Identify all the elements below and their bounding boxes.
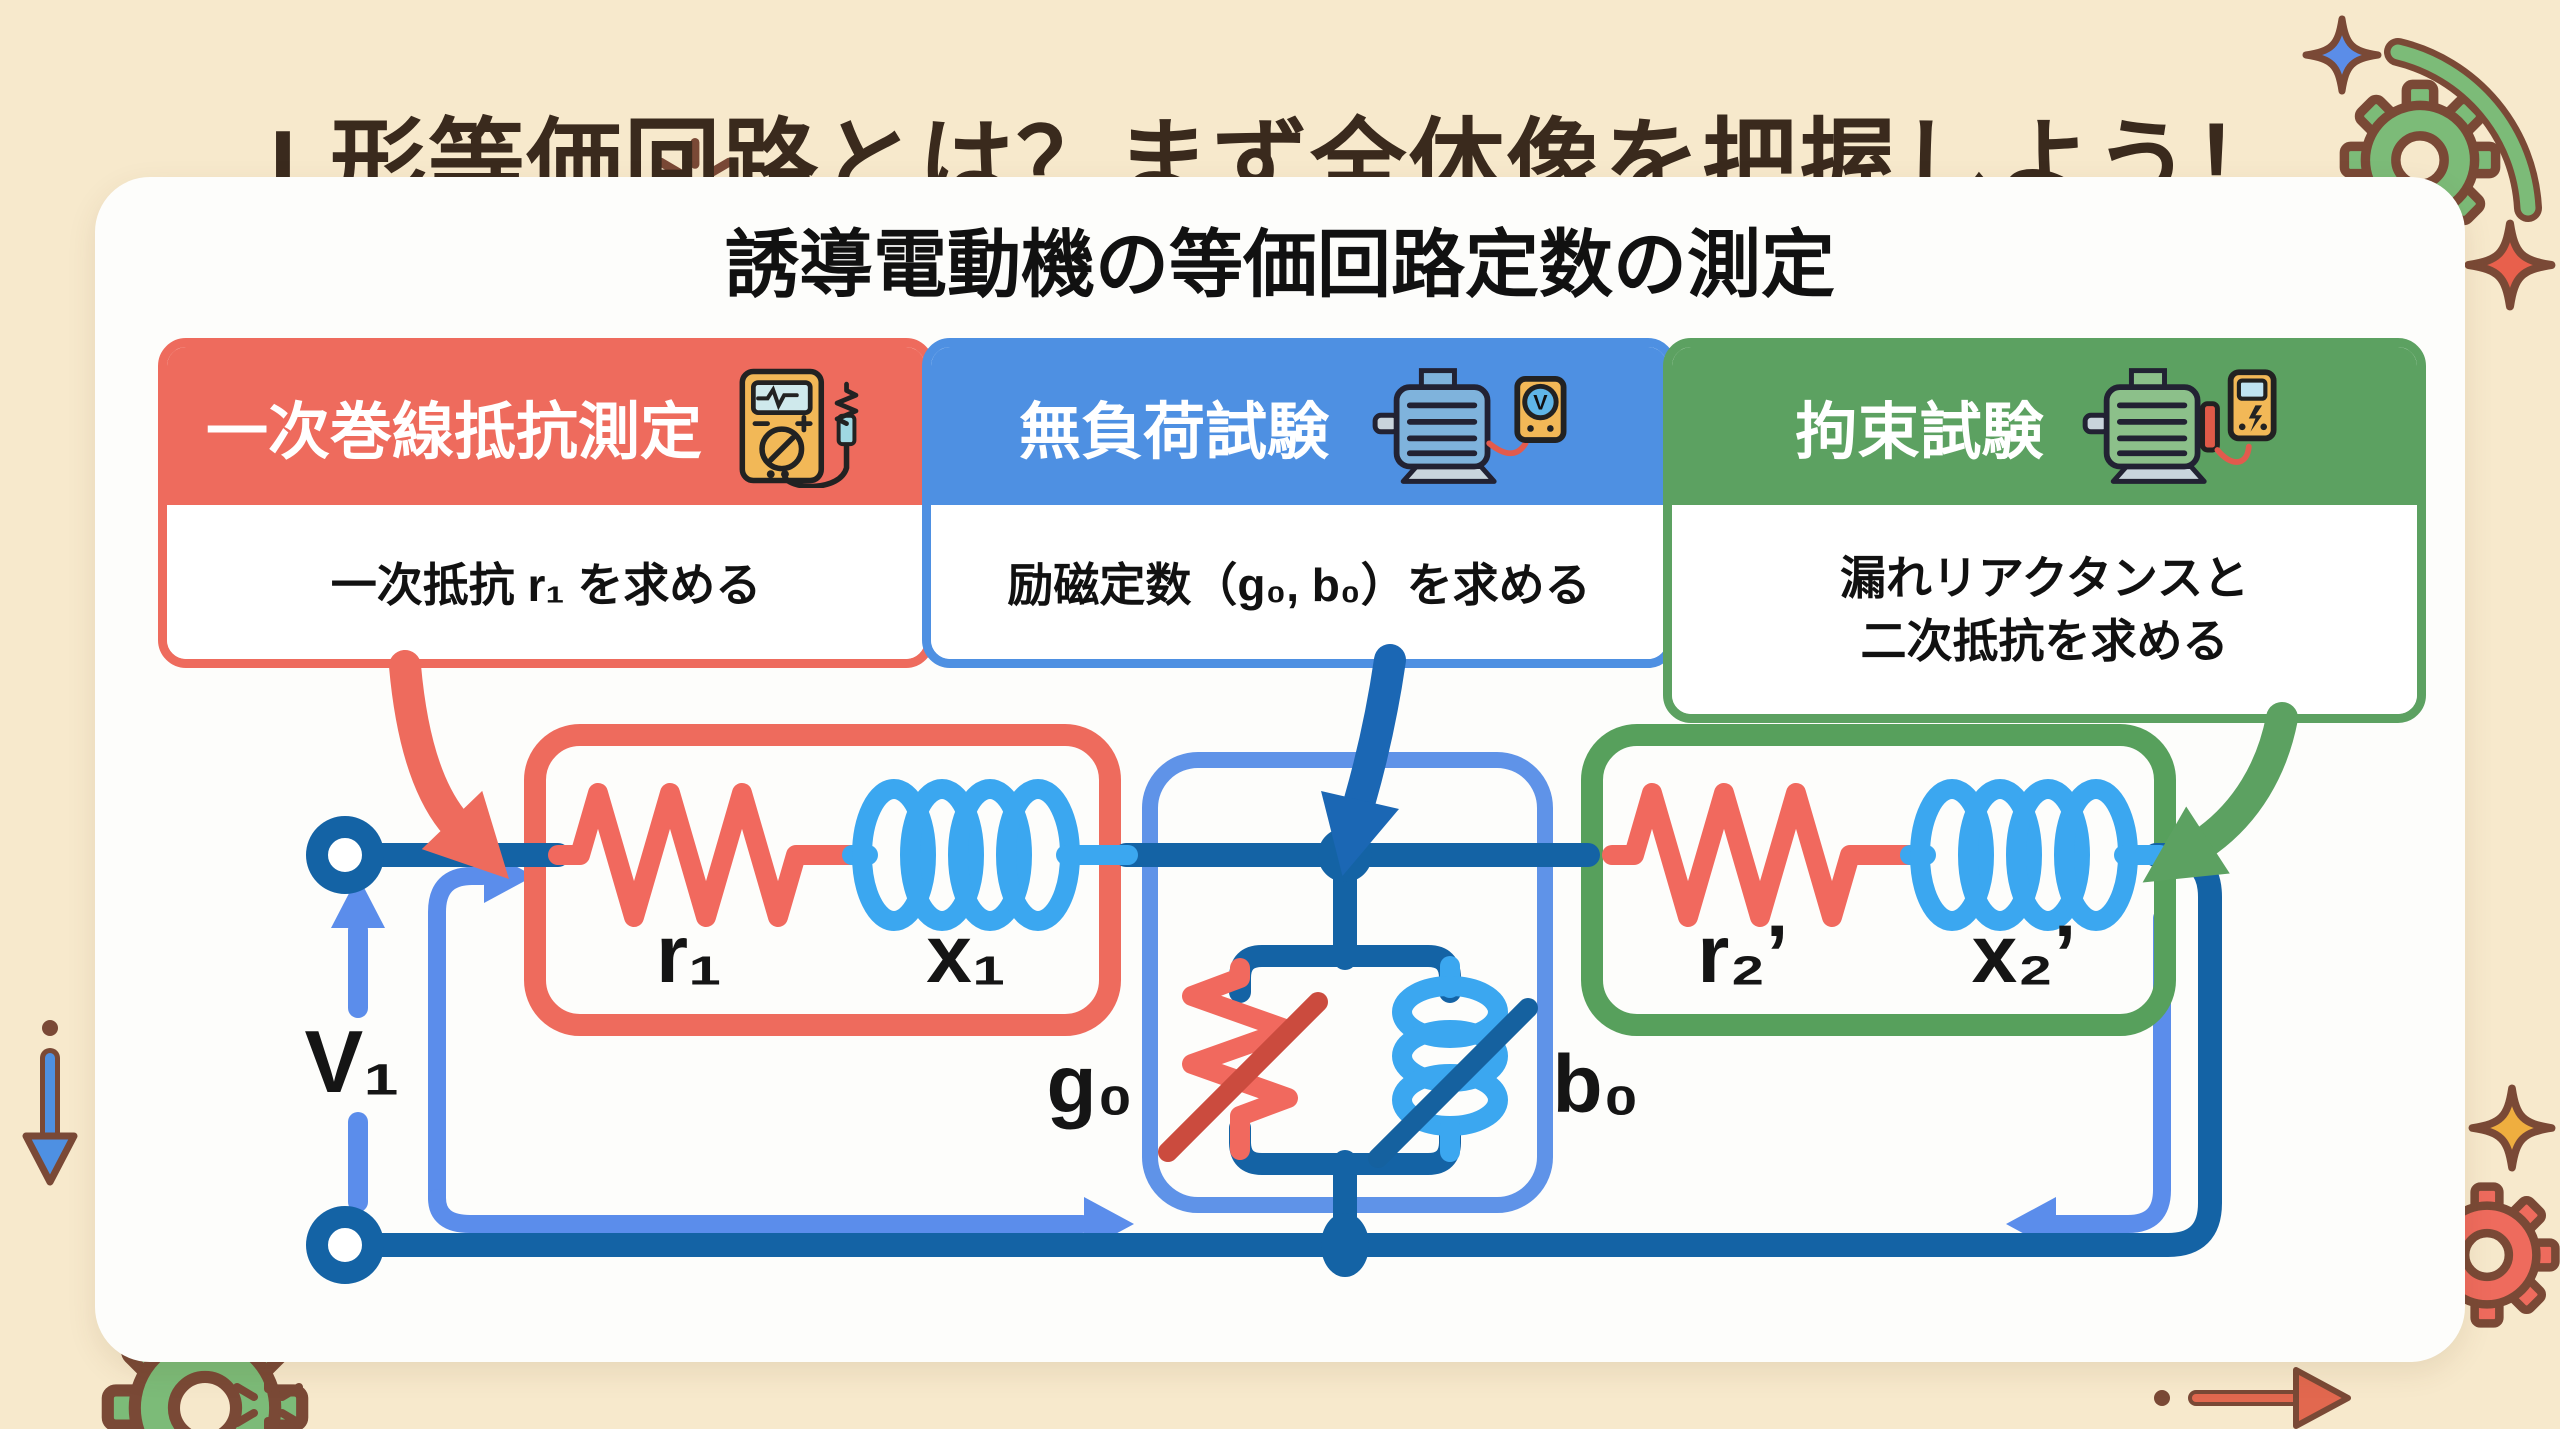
column-description: 励磁定数（g₀, b₀）を求める (931, 505, 1667, 659)
column-header: 一次巻線抵抗測定 (167, 347, 925, 505)
column-primary-winding-resistance: 一次巻線抵抗測定 一次抵抗 r₁ を求める (158, 338, 934, 668)
motor-locked-rotor-meter-icon (2082, 368, 2277, 484)
column-header-label: 一次巻線抵抗測定 (205, 398, 702, 467)
green-arc-icon (2384, 38, 2542, 222)
red-right-arrow-icon (2154, 1367, 2351, 1429)
column-header-label: 拘束試験 (1795, 398, 2044, 467)
description-line: 漏れリアクタンスと (1840, 552, 2249, 605)
multimeter-icon (739, 368, 859, 488)
yellow-sparkle-icon (2472, 1088, 2551, 1167)
column-no-load-test: 無負荷試験 V 励磁定数（g₀, b₀）を求める (922, 338, 1676, 668)
column-header: 無負荷試験 V (931, 347, 1667, 505)
column-header-label: 無負荷試験 (1018, 398, 1329, 467)
svg-text:V: V (1533, 390, 1548, 414)
blue-down-arrow-icon (22, 1020, 78, 1186)
column-locked-rotor-test: 拘束試験 漏れリアクタンスと 二次抵抗を求める (1663, 338, 2426, 723)
column-description: 漏れリアクタンスと 二次抵抗を求める (1672, 505, 2417, 714)
column-description: 一次抵抗 r₁ を求める (167, 505, 925, 659)
description-line: 二次抵抗を求める (1860, 614, 2229, 667)
red-sparkle-icon (2469, 224, 2552, 307)
column-header: 拘束試験 (1672, 347, 2417, 505)
motor-voltmeter-icon: V (1372, 368, 1567, 484)
description-text: 励磁定数（g₀, b₀）を求める (1007, 559, 1591, 611)
card-title: 誘導電動機の等価回路定数の測定 (725, 223, 1835, 306)
blue-sparkle-icon (2306, 19, 2378, 91)
description-text: 一次抵抗 r₁ を求める (330, 559, 762, 611)
